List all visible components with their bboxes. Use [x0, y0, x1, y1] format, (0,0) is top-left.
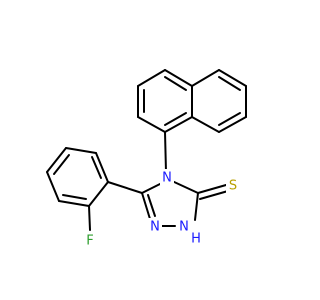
bond [95, 152, 109, 183]
bond [141, 192, 151, 220]
bond [197, 184, 227, 194]
bond [218, 76, 241, 91]
bond [164, 69, 193, 87]
s-label: S [229, 179, 237, 194]
bond [107, 181, 143, 194]
bond [218, 112, 241, 126]
bond [164, 116, 193, 133]
bond [91, 156, 102, 179]
n4-label: N [162, 171, 172, 186]
atom-n2: N H [177, 218, 203, 247]
bond [62, 194, 87, 200]
bond [171, 180, 199, 194]
bond [164, 131, 167, 173]
bond [137, 69, 166, 87]
n2-label: N [179, 220, 189, 235]
bond [191, 69, 220, 87]
bond [199, 190, 229, 200]
atom-n4: N [160, 169, 174, 186]
n1-label: N [150, 220, 160, 235]
atom-f: F [83, 233, 97, 249]
bond [164, 112, 187, 126]
bond [137, 116, 166, 133]
f-label: F [86, 234, 93, 249]
bond [191, 116, 220, 133]
fluorophenyl-ring [46, 147, 143, 231]
bond [65, 147, 97, 154]
molecule-canvas: N N N H S F [46, 69, 247, 249]
bond [218, 69, 247, 87]
n2-hydrogen-label: H [191, 232, 201, 247]
bond [88, 205, 91, 231]
bond [194, 192, 199, 221]
atom-n1: N [148, 218, 162, 235]
atom-s: S [226, 178, 240, 194]
bond [58, 200, 90, 207]
bond [46, 171, 60, 202]
bond [218, 116, 247, 133]
bond [147, 194, 156, 217]
bond [164, 76, 187, 91]
naphthalene-ring-b [191, 69, 247, 133]
naphthalene-ring-a [137, 69, 193, 133]
bond [46, 147, 67, 173]
structure-diagram: N N N H S F [46, 69, 247, 249]
bond [53, 154, 70, 175]
bond [88, 181, 109, 207]
